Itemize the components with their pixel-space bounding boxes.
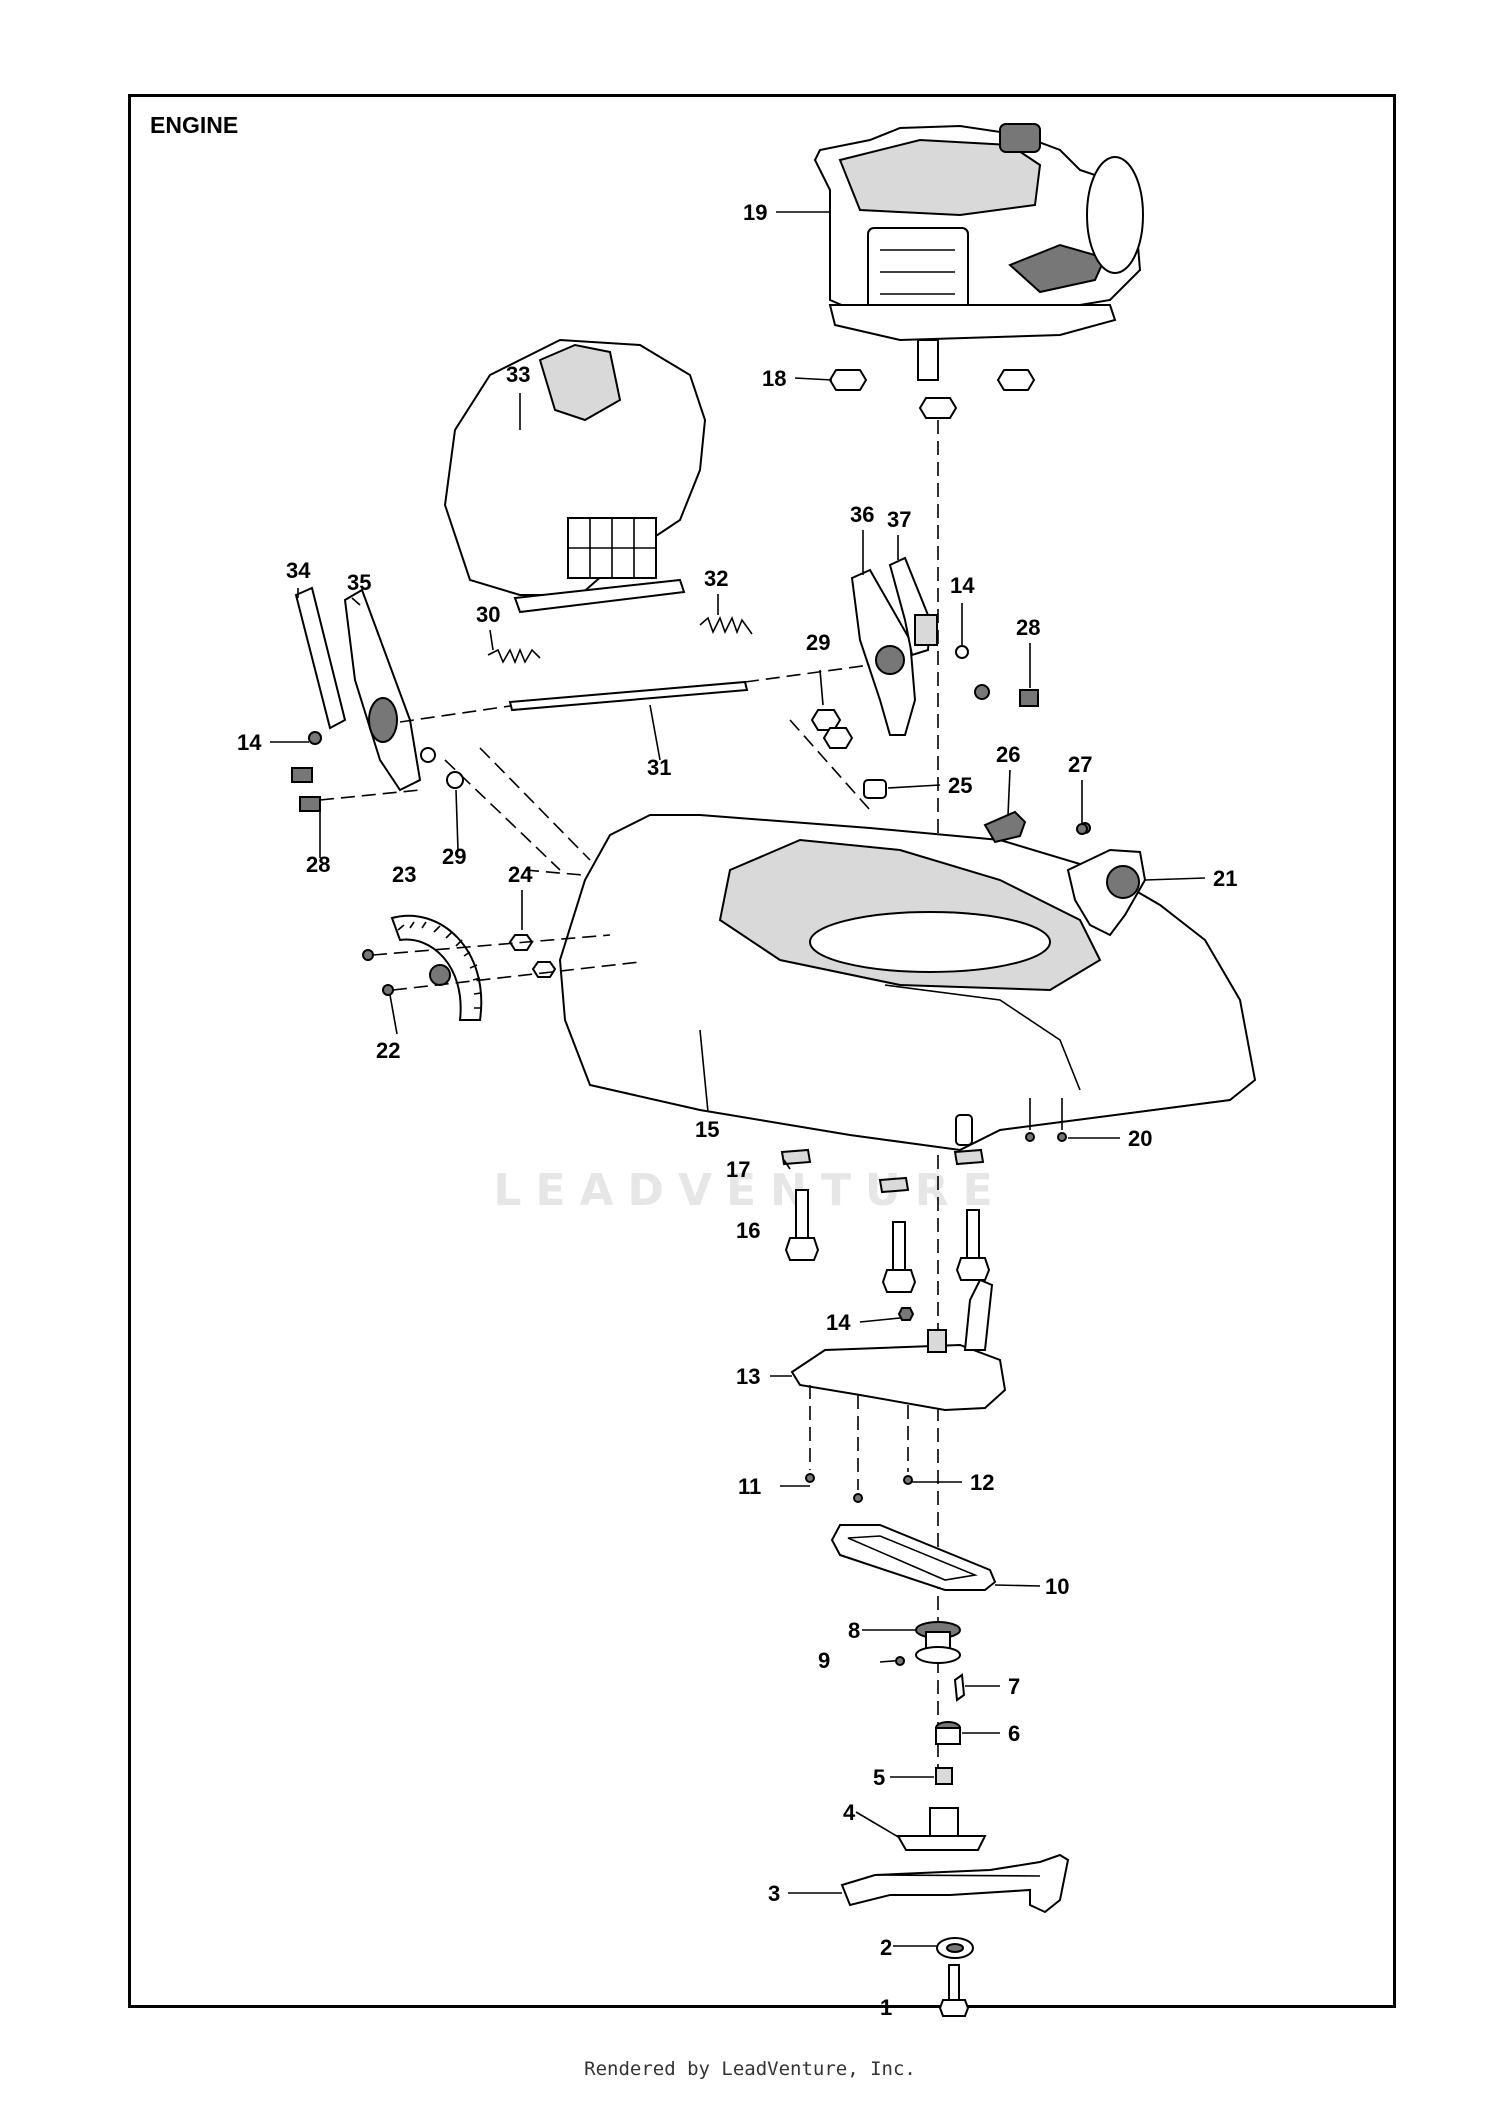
- lever-part-25[interactable]: [863, 779, 887, 799]
- callout-35: 35: [347, 570, 371, 595]
- bolt-part-16[interactable]: [784, 1189, 991, 1293]
- screw-part-9[interactable]: [879, 1656, 906, 1666]
- callout-8: 8: [848, 1618, 860, 1643]
- blade-part-3[interactable]: [840, 1853, 1070, 1914]
- callout-7: 7: [1008, 1674, 1020, 1699]
- callout-28-left: 28: [306, 852, 330, 877]
- hardware-part-22-24: [362, 934, 641, 996]
- clip-part-17[interactable]: [780, 1148, 985, 1194]
- belt-cover-part-13[interactable]: [790, 1278, 1007, 1412]
- callout-25: 25: [948, 773, 972, 798]
- callout-32: 32: [704, 566, 728, 591]
- callout-14-left: 14: [237, 730, 262, 755]
- lever-part-27[interactable]: [1076, 823, 1088, 835]
- blade-adapter-part-4[interactable]: [896, 1807, 987, 1851]
- pulley-part-8[interactable]: [915, 1621, 961, 1664]
- callout-23: 23: [392, 862, 416, 887]
- bolt-part-1[interactable]: [938, 1964, 970, 2017]
- callout-2: 2: [880, 1935, 892, 1960]
- diagram-title: ENGINE: [150, 112, 239, 138]
- callout-4: 4: [843, 1800, 856, 1825]
- callout-29-left: 29: [442, 844, 466, 869]
- footer-credit: Rendered by LeadVenture, Inc.: [584, 2058, 916, 2080]
- callout-3: 3: [768, 1881, 780, 1906]
- callout-31: 31: [647, 755, 671, 780]
- callout-14-right: 14: [950, 573, 975, 598]
- callout-1: 1: [880, 1995, 892, 2020]
- callout-20: 20: [1128, 1126, 1152, 1151]
- callout-9: 9: [818, 1648, 830, 1673]
- callout-10: 10: [1045, 1574, 1069, 1599]
- belt-part-10[interactable]: [830, 1524, 997, 1591]
- callout-33: 33: [506, 362, 530, 387]
- key-part-7[interactable]: [953, 1673, 966, 1702]
- callout-12: 12: [970, 1470, 994, 1495]
- badge-part-21[interactable]: [1066, 848, 1147, 937]
- diagram-frame: [128, 94, 1396, 2008]
- spacer-part-5[interactable]: [935, 1767, 953, 1785]
- callout-26: 26: [996, 742, 1020, 767]
- callout-29-right: 29: [806, 630, 830, 655]
- callout-labels: 1 2 3 4 5 6 7 8 9 10 11 12 13 14 14 14 1…: [237, 200, 1237, 2020]
- callout-13: 13: [736, 1364, 760, 1389]
- callout-14-lower: 14: [826, 1310, 851, 1335]
- callout-19: 19: [743, 200, 767, 225]
- callout-11: 11: [738, 1474, 761, 1499]
- callout-17: 17: [726, 1157, 750, 1182]
- height-adjuster-part-23[interactable]: [390, 914, 483, 1021]
- callout-30: 30: [476, 602, 500, 627]
- callout-22: 22: [376, 1038, 400, 1063]
- callout-15: 15: [695, 1117, 719, 1142]
- engine-part-19[interactable]: [813, 123, 1144, 381]
- washer-part-2[interactable]: [936, 1937, 974, 1959]
- callout-6: 6: [1008, 1721, 1020, 1746]
- callout-37: 37: [887, 507, 911, 532]
- bracket-part-35[interactable]: [343, 588, 422, 792]
- callout-18: 18: [762, 366, 786, 391]
- watermark-text: LEADVENTURE: [493, 1165, 1007, 1216]
- bracket-part-34[interactable]: [294, 586, 347, 730]
- callout-27: 27: [1068, 752, 1092, 777]
- callout-21: 21: [1213, 866, 1237, 891]
- spring-part-32[interactable]: [699, 615, 753, 635]
- callout-34: 34: [286, 558, 311, 583]
- callout-5: 5: [873, 1765, 885, 1790]
- callout-24: 24: [508, 862, 533, 887]
- adapter-part-6[interactable]: [935, 1721, 961, 1745]
- rear-flap-part-33[interactable]: [443, 338, 707, 614]
- lever-part-26[interactable]: [983, 810, 1027, 844]
- spring-part-30[interactable]: [487, 647, 541, 665]
- callout-36: 36: [850, 502, 874, 527]
- mower-deck-part-15[interactable]: [558, 814, 1257, 1152]
- callout-leader-lines: [270, 211, 1206, 2008]
- bracket-part-36[interactable]: [850, 568, 917, 736]
- rod-part-31[interactable]: [508, 680, 749, 712]
- callout-28-right: 28: [1016, 615, 1040, 640]
- callout-16: 16: [736, 1218, 760, 1243]
- screw-part-11-12[interactable]: [805, 1385, 913, 1503]
- bracket-part-37[interactable]: [888, 556, 938, 657]
- nut-part-18[interactable]: [828, 369, 1036, 419]
- screw-part-20[interactable]: [1025, 1098, 1067, 1142]
